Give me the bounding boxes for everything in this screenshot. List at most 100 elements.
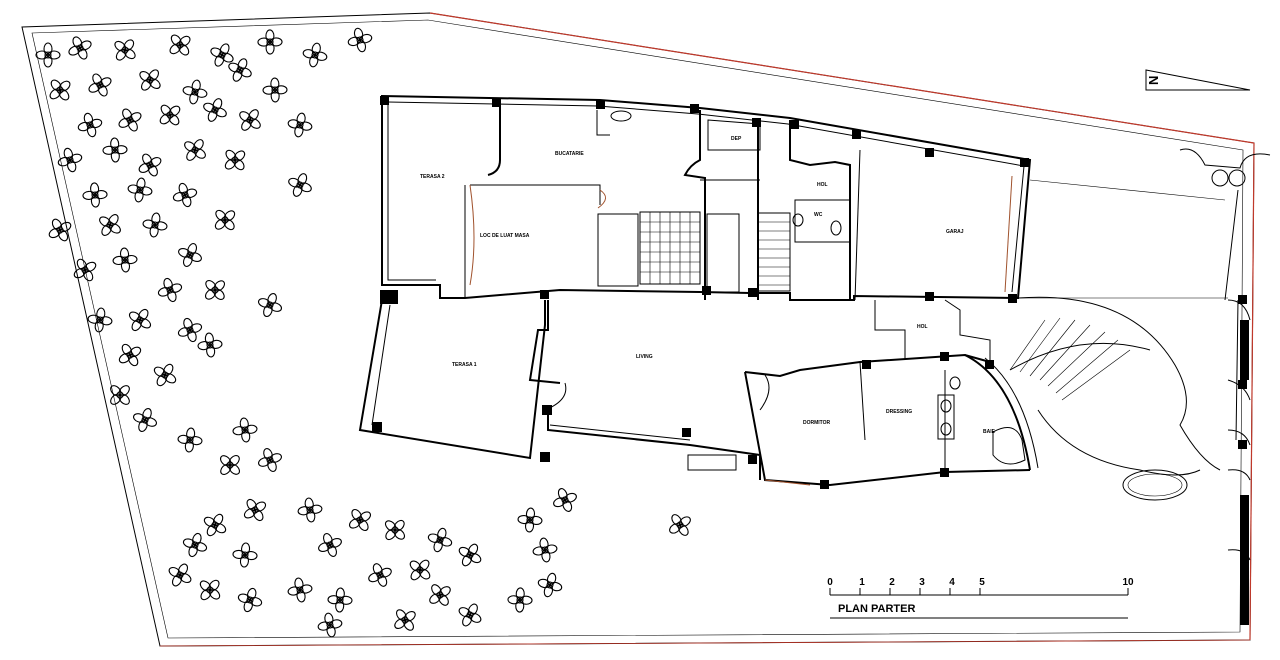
shrub: [99, 214, 121, 236]
shrub: [49, 79, 71, 101]
label-living: LIVING: [636, 354, 653, 360]
shrub: [458, 603, 482, 627]
shrub: [258, 448, 282, 472]
shrub: [157, 277, 183, 303]
shrub: [82, 182, 108, 208]
shrub: [347, 27, 373, 53]
shrub: [57, 147, 83, 173]
shrub: [257, 29, 283, 55]
shrub: [204, 279, 226, 301]
plan-title: PLAN PARTER: [838, 603, 915, 615]
shrub: [409, 559, 431, 581]
upper-block-walls: [381, 94, 1032, 301]
label-dormitor: DORMITOR: [803, 420, 831, 426]
north-label: N: [1146, 76, 1161, 85]
shrub: [287, 577, 313, 603]
shrub: [232, 542, 258, 568]
shrub: [114, 39, 136, 61]
shrub: [517, 507, 543, 533]
scale-tick-2: 2: [889, 577, 895, 588]
shrub: [48, 218, 72, 242]
label-dep: DEP: [731, 136, 742, 142]
shrub: [142, 212, 168, 238]
shrub: [35, 42, 61, 68]
shrub: [177, 427, 203, 453]
shrub: [317, 612, 343, 638]
shrub: [237, 587, 263, 613]
room-labels: TERASA 2 BUCATARIE DEP LOC DE LUAT MASA …: [420, 136, 996, 435]
shrub: [384, 519, 406, 541]
shrub: [139, 69, 161, 91]
shrub: [112, 247, 138, 273]
stair-upper: [639, 211, 791, 292]
label-garaj: GARAJ: [946, 229, 964, 235]
shrub: [318, 533, 342, 557]
shrub: [128, 308, 152, 332]
label-terasa-2: TERASA 2: [420, 174, 445, 180]
label-bucatarie: BUCATARIE: [555, 151, 584, 157]
shrub: [288, 173, 312, 197]
shrub: [168, 563, 192, 587]
shrub: [118, 343, 142, 367]
lower-block-walls: [358, 110, 1221, 501]
shrub: [302, 42, 328, 68]
shrub: [182, 532, 208, 558]
shrub: [219, 454, 241, 476]
shrub: [224, 149, 246, 171]
shrub: [203, 98, 227, 122]
shrub: [243, 498, 267, 522]
curved-stair: [1009, 296, 1221, 501]
scale-tick-1: 1: [859, 577, 865, 588]
north-arrow: N: [1145, 69, 1251, 91]
shrub: [182, 79, 208, 105]
east-gate: [1018, 148, 1271, 625]
scale-tick-3: 3: [919, 577, 925, 588]
shrub: [210, 43, 234, 67]
site-boundary: [21, 12, 1255, 647]
scale-tick-0: 0: [827, 577, 833, 588]
shrub: [197, 332, 223, 358]
shrub: [199, 579, 221, 601]
shrub: [203, 513, 227, 537]
columns: [372, 96, 1247, 489]
shrub: [257, 292, 283, 318]
shrub: [178, 243, 202, 267]
shrub: [537, 572, 563, 598]
scale-bar: 0 1 2 3 4 5 10 PLAN PARTER: [827, 577, 1134, 619]
shrub: [88, 73, 112, 97]
shrub: [68, 36, 92, 60]
shrub: [73, 258, 97, 282]
label-loc-de-luat-masa: LOC DE LUAT MASA: [480, 233, 530, 239]
scale-tick-4: 4: [949, 577, 955, 588]
shrub: [348, 508, 372, 532]
shrub: [132, 407, 158, 433]
shrub: [458, 543, 482, 567]
shrub: [239, 109, 261, 131]
shrub: [184, 139, 206, 161]
shrub: [159, 104, 181, 126]
shrub: [287, 112, 313, 138]
shrub: [429, 584, 451, 606]
shrub: [427, 527, 453, 553]
shrub: [214, 209, 236, 231]
shrub: [394, 609, 416, 631]
shrub: [102, 137, 128, 163]
shrub: [127, 177, 153, 203]
shrub: [172, 182, 198, 208]
shrub: [262, 77, 288, 103]
shrub: [507, 587, 533, 613]
label-wc: WC: [814, 212, 823, 218]
landscape-shrubs: [35, 27, 691, 638]
shrub: [297, 497, 323, 523]
shrub: [110, 385, 130, 405]
shrub: [368, 563, 392, 587]
shrub: [553, 488, 577, 512]
shrub: [327, 587, 353, 613]
label-hol-upper: HOL: [817, 182, 828, 188]
label-baie: BAIE: [983, 429, 996, 435]
shrub: [669, 514, 691, 536]
shrub: [153, 363, 177, 387]
shrub: [532, 537, 558, 563]
shrub: [138, 153, 162, 177]
